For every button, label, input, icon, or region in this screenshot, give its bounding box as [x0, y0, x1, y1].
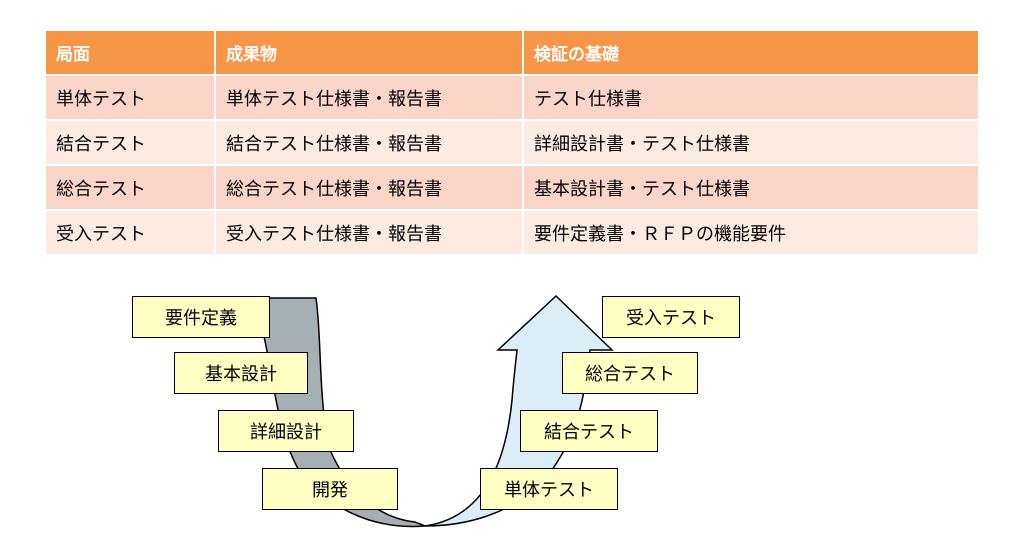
header-phase: 局面 [44, 29, 216, 76]
cell-verification-basis: 要件定義書・ＲＦＰの機能要件 [522, 209, 980, 256]
cell-deliverable: 受入テスト仕様書・報告書 [214, 209, 524, 256]
cell-verification-basis: 詳細設計書・テスト仕様書 [522, 119, 980, 166]
cell-verification-basis: 基本設計書・テスト仕様書 [522, 164, 980, 211]
table-row: 単体テスト 単体テスト仕様書・報告書 テスト仕様書 [44, 74, 980, 121]
cell-phase: 受入テスト [44, 209, 216, 256]
phase-box-development: 開発 [262, 468, 398, 510]
cell-deliverable: 総合テスト仕様書・報告書 [214, 164, 524, 211]
cell-phase: 総合テスト [44, 164, 216, 211]
table-row: 総合テスト 総合テスト仕様書・報告書 基本設計書・テスト仕様書 [44, 164, 980, 211]
cell-deliverable: 単体テスト仕様書・報告書 [214, 74, 524, 121]
table-row: 受入テスト 受入テスト仕様書・報告書 要件定義書・ＲＦＰの機能要件 [44, 209, 980, 256]
phase-table: 局面 成果物 検証の基礎 単体テスト 単体テスト仕様書・報告書 テスト仕様書 結… [44, 29, 980, 256]
header-verification-basis: 検証の基礎 [522, 29, 980, 76]
phase-box-acceptance-test: 受入テスト [602, 296, 740, 338]
phase-box-detailed-design: 詳細設計 [218, 410, 354, 452]
table-header-row: 局面 成果物 検証の基礎 [44, 29, 980, 76]
cell-deliverable: 結合テスト仕様書・報告書 [214, 119, 524, 166]
phase-box-basic-design: 基本設計 [174, 352, 308, 394]
cell-verification-basis: テスト仕様書 [522, 74, 980, 121]
table-row: 結合テスト 結合テスト仕様書・報告書 詳細設計書・テスト仕様書 [44, 119, 980, 166]
cell-phase: 結合テスト [44, 119, 216, 166]
phase-box-unit-test: 単体テスト [480, 468, 618, 510]
phase-box-system-test: 総合テスト [562, 352, 698, 394]
phase-box-requirements: 要件定義 [132, 296, 270, 338]
phase-box-integration-test: 結合テスト [520, 410, 658, 452]
header-deliverable: 成果物 [214, 29, 524, 76]
cell-phase: 単体テスト [44, 74, 216, 121]
